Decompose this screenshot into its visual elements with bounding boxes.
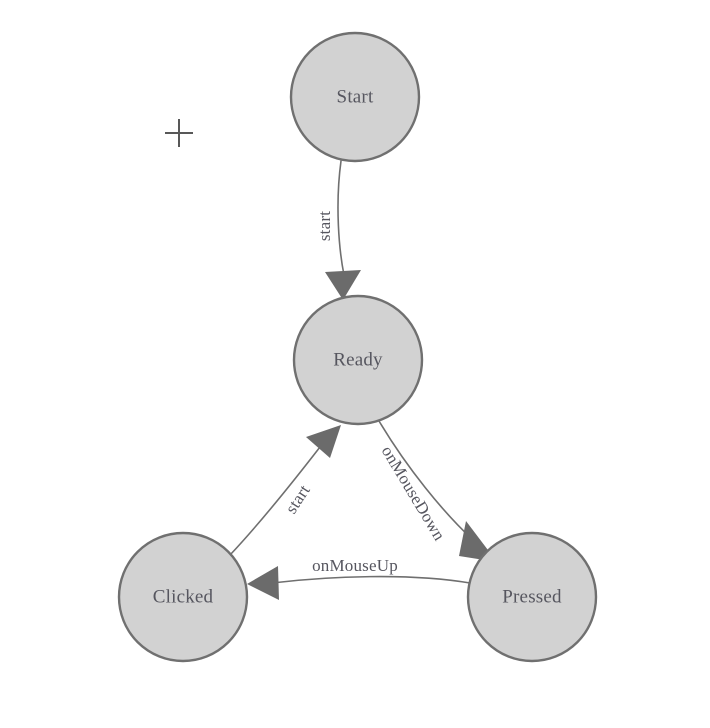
arrowhead-icon bbox=[247, 566, 279, 600]
edge-clicked-to-ready[interactable]: start bbox=[229, 425, 341, 556]
node-label-pressed: Pressed bbox=[502, 586, 562, 607]
node-shape bbox=[117, 531, 249, 663]
node-label-start: Start bbox=[337, 86, 374, 107]
node-clicked[interactable]: Clicked bbox=[117, 531, 249, 663]
node-shape bbox=[292, 294, 424, 426]
edge-label-ready-to-pressed: onMouseDown bbox=[378, 442, 450, 544]
edge-line bbox=[229, 446, 321, 556]
edge-pressed-to-clicked[interactable]: onMouseUp bbox=[247, 556, 471, 600]
edge-label-pressed-to-clicked: onMouseUp bbox=[312, 556, 398, 575]
crosshair-marker[interactable] bbox=[165, 119, 193, 147]
edge-line bbox=[337, 160, 345, 276]
arrowhead-icon bbox=[325, 270, 361, 300]
node-shape bbox=[466, 531, 598, 663]
edge-label-start-to-ready: start bbox=[315, 211, 334, 241]
edge-line bbox=[378, 420, 474, 541]
arrowhead-icon bbox=[306, 425, 341, 458]
edge-label-clicked-to-ready: start bbox=[281, 481, 313, 517]
node-pressed[interactable]: Pressed bbox=[466, 531, 598, 663]
node-label-clicked: Clicked bbox=[153, 586, 214, 607]
node-shape bbox=[289, 31, 421, 163]
node-label-ready: Ready bbox=[333, 349, 383, 370]
node-ready[interactable]: Ready bbox=[292, 294, 424, 426]
edge-ready-to-pressed[interactable]: onMouseDown bbox=[378, 420, 497, 562]
edge-start-to-ready[interactable]: start bbox=[315, 160, 361, 300]
node-group: Start Ready Clicked Pressed bbox=[117, 31, 598, 663]
node-start[interactable]: Start bbox=[289, 31, 421, 163]
edge-line bbox=[271, 575, 471, 584]
